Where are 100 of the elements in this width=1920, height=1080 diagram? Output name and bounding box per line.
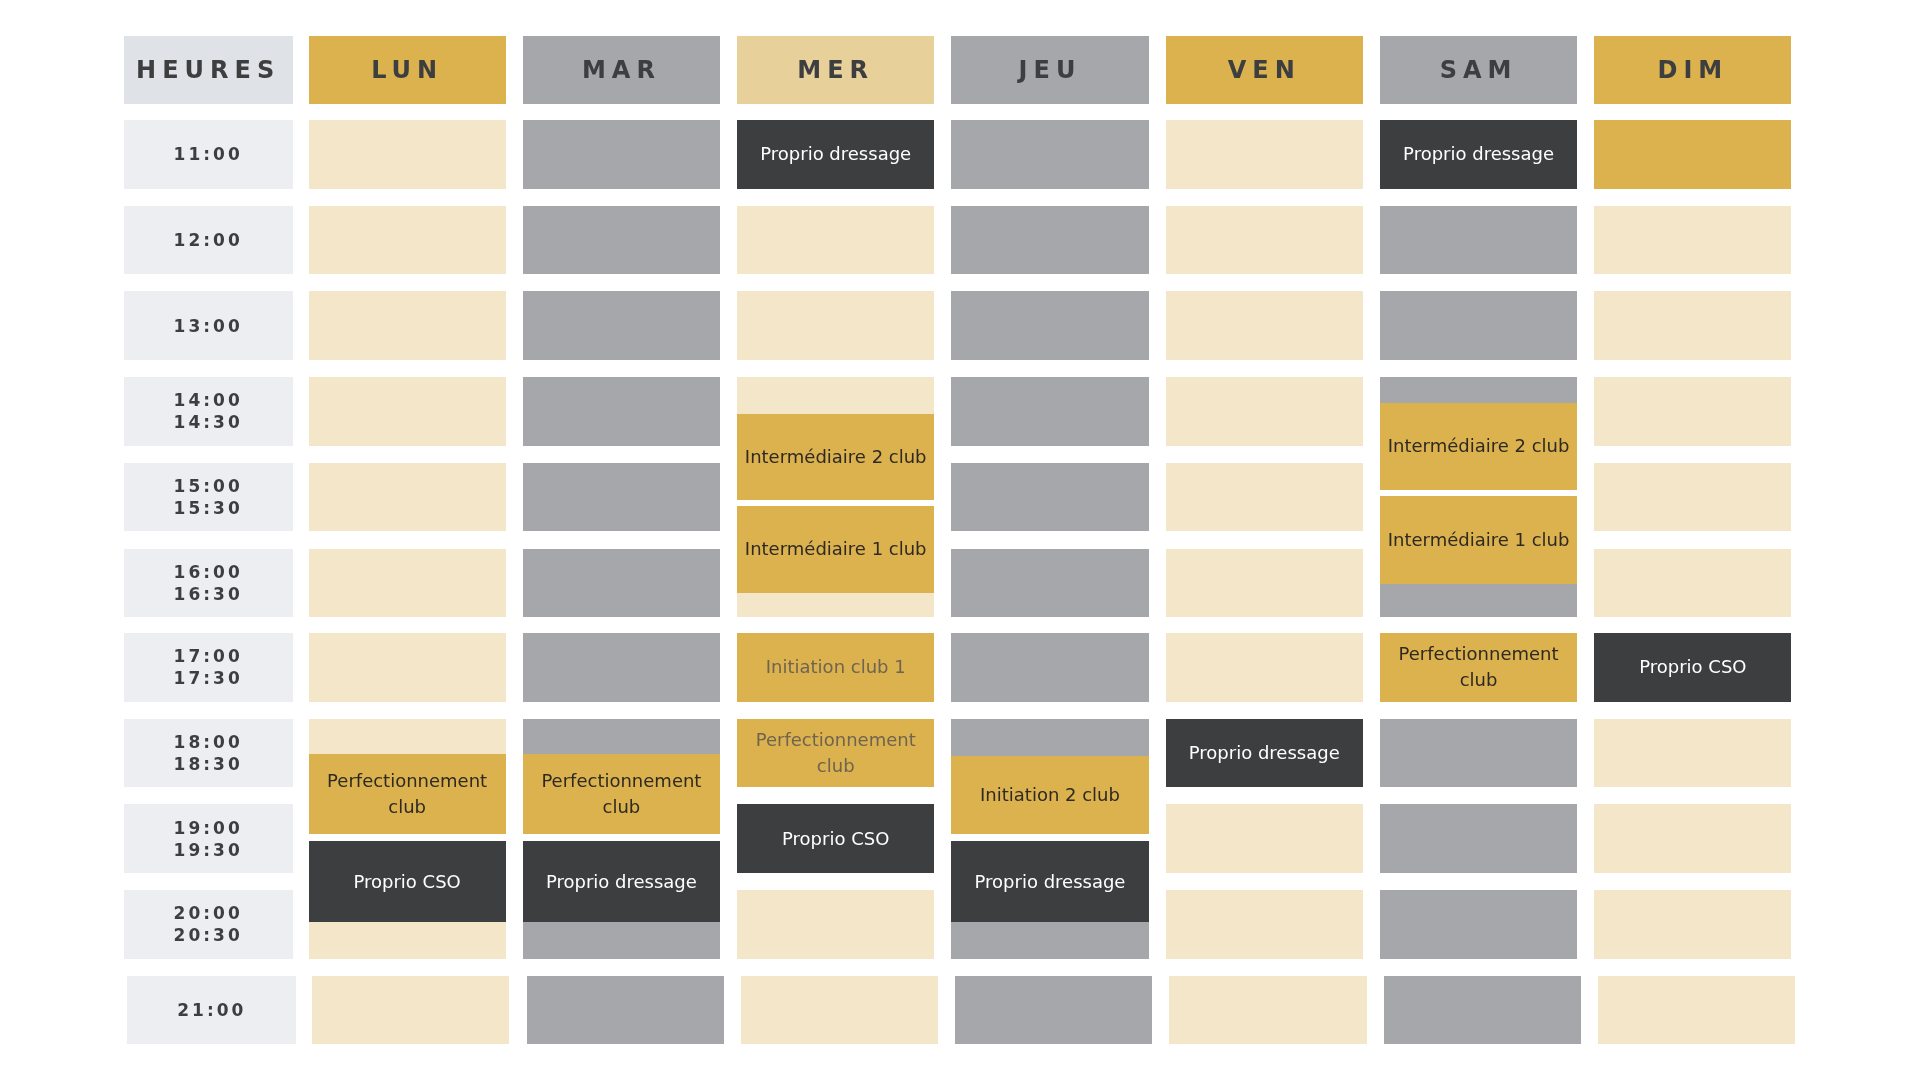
event-label: Intermédiaire 2 club bbox=[744, 444, 927, 469]
empty-slot bbox=[951, 120, 1149, 189]
day-label: JEU bbox=[1018, 55, 1082, 84]
session-block bbox=[1165, 718, 1363, 788]
time-label: 15:00 bbox=[173, 475, 243, 498]
empty-slot bbox=[1594, 462, 1792, 532]
time-label: 20:30 bbox=[173, 924, 243, 947]
empty-slot bbox=[1165, 377, 1363, 446]
empty-slot bbox=[1165, 120, 1363, 189]
empty-slot bbox=[522, 377, 720, 446]
time-label: 19:30 bbox=[173, 838, 243, 861]
empty-slot bbox=[1165, 205, 1363, 275]
day-header bbox=[1165, 35, 1363, 105]
event-label: Proprio dressage bbox=[545, 869, 697, 894]
time-label: 20:00 bbox=[173, 902, 243, 925]
day-header bbox=[951, 35, 1149, 105]
empty-slot bbox=[522, 548, 720, 618]
empty-slot bbox=[1165, 291, 1363, 360]
empty-slot bbox=[737, 291, 935, 360]
time-label: 14:30 bbox=[173, 411, 243, 434]
time-label: 13:00 bbox=[173, 314, 243, 337]
event-label: Initiation club 1 bbox=[765, 655, 906, 680]
empty-slot bbox=[1383, 975, 1581, 1045]
empty-slot bbox=[1594, 890, 1792, 959]
day-header bbox=[308, 35, 506, 105]
event-label: Perfectionnement club bbox=[540, 769, 703, 820]
day-label: LUN bbox=[371, 55, 444, 84]
day-header bbox=[737, 35, 935, 105]
empty-slot bbox=[308, 120, 506, 189]
lesson-block bbox=[522, 754, 720, 834]
empty-slot bbox=[522, 120, 720, 189]
empty-slot bbox=[312, 975, 510, 1045]
day-header bbox=[522, 35, 720, 105]
empty-slot bbox=[951, 462, 1149, 532]
lesson-block bbox=[737, 718, 935, 788]
empty-slot bbox=[1165, 633, 1363, 702]
empty-slot bbox=[951, 377, 1149, 446]
empty-slot bbox=[740, 975, 938, 1045]
empty-slot bbox=[522, 205, 720, 275]
empty-slot bbox=[951, 718, 1149, 756]
empty-slot bbox=[308, 205, 506, 275]
empty-slot bbox=[1380, 377, 1578, 403]
empty-slot bbox=[522, 922, 720, 959]
empty-slot bbox=[737, 890, 935, 959]
empty-slot bbox=[737, 377, 935, 414]
session-block bbox=[737, 120, 935, 189]
column-header bbox=[123, 35, 293, 105]
day-label: DIM bbox=[1657, 55, 1729, 84]
empty-slot bbox=[951, 291, 1149, 360]
day-label: MER bbox=[797, 55, 875, 84]
empty-slot bbox=[308, 291, 506, 360]
time-label: 12:00 bbox=[173, 229, 243, 251]
lesson-block bbox=[1380, 633, 1578, 702]
event-label: Initiation 2 club bbox=[980, 782, 1120, 807]
day-header bbox=[1594, 35, 1792, 105]
day-label: MAR bbox=[581, 55, 661, 84]
empty-slot bbox=[1380, 804, 1578, 874]
empty-slot bbox=[1594, 804, 1792, 874]
session-block bbox=[308, 841, 506, 923]
header-label: HEURES bbox=[136, 55, 281, 84]
empty-slot bbox=[1169, 975, 1367, 1045]
event-label: Proprio dressage bbox=[1403, 142, 1555, 167]
empty-slot bbox=[308, 548, 506, 618]
time-label: 17:30 bbox=[173, 667, 243, 690]
empty-slot bbox=[737, 205, 935, 275]
time-label: 18:30 bbox=[173, 753, 243, 776]
empty-slot bbox=[737, 592, 935, 618]
lesson-block bbox=[951, 755, 1149, 834]
empty-slot bbox=[308, 633, 506, 702]
event-label: Proprio dressage bbox=[974, 869, 1126, 894]
empty-slot bbox=[1165, 548, 1363, 618]
day-header bbox=[1380, 35, 1578, 105]
empty-slot bbox=[522, 633, 720, 702]
time-label: 16:00 bbox=[173, 560, 243, 583]
empty-slot bbox=[951, 548, 1149, 618]
empty-slot bbox=[1594, 548, 1792, 618]
time-label: 21:00 bbox=[177, 999, 247, 1022]
time-label: 15:30 bbox=[173, 497, 243, 520]
empty-slot bbox=[951, 633, 1149, 702]
empty-slot bbox=[1594, 718, 1792, 788]
time-label: 11:00 bbox=[173, 143, 243, 166]
empty-slot bbox=[1165, 462, 1363, 532]
empty-slot bbox=[308, 922, 506, 959]
time-label: 17:00 bbox=[173, 645, 243, 668]
empty-slot bbox=[1380, 890, 1578, 959]
session-block bbox=[1380, 120, 1578, 189]
event-label: Intermédiaire 1 club bbox=[1387, 528, 1570, 552]
empty-slot bbox=[522, 291, 720, 360]
event-label: Intermédiaire 1 club bbox=[744, 537, 927, 562]
time-label: 16:30 bbox=[173, 582, 243, 605]
session-block bbox=[1594, 633, 1792, 702]
event-label: Proprio dressage bbox=[760, 142, 912, 167]
event-label: Proprio CSO bbox=[353, 869, 461, 894]
event-label: Perfectionnement club bbox=[1397, 642, 1560, 693]
empty-slot bbox=[1380, 718, 1578, 788]
day-label: VEN bbox=[1227, 55, 1301, 84]
event-label: Proprio CSO bbox=[782, 826, 890, 851]
empty-slot bbox=[526, 975, 724, 1045]
empty-slot bbox=[1380, 584, 1578, 618]
time-label: 18:00 bbox=[173, 731, 243, 754]
